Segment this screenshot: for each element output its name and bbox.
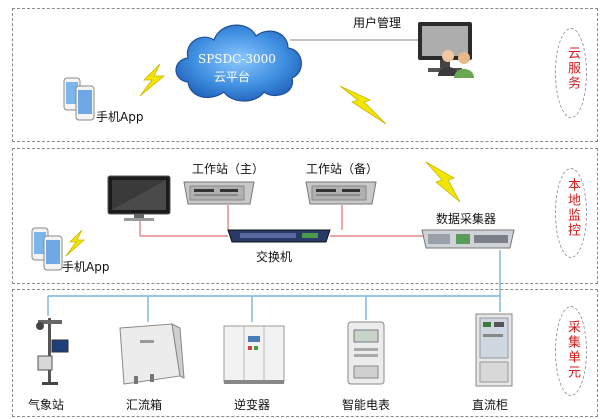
network-switch-icon	[227, 229, 331, 243]
device-label-combiner: 汇流箱	[126, 398, 163, 412]
workstation-backup-label: 工作站（备）	[306, 162, 379, 176]
monitor-display-icon	[107, 175, 171, 221]
smart-meter-icon	[347, 321, 385, 385]
mobile-phone-icon	[63, 77, 95, 121]
cloud-platform-sub: 云平台	[214, 70, 251, 84]
device-label-weather: 气象站	[28, 398, 65, 412]
local-band-label: 本地监控	[565, 178, 580, 238]
lightning-icon	[339, 85, 387, 125]
collect-band-label: 采集单元	[565, 320, 580, 380]
dc-cabinet-icon	[475, 313, 513, 387]
mobile-phone-icon	[31, 227, 63, 271]
lightning-icon	[139, 63, 166, 97]
workstation-main-label: 工作站（主）	[192, 162, 265, 176]
inverter-icon	[223, 325, 285, 384]
cloud-band-label: 云服务	[565, 46, 580, 91]
device-label-inverter: 逆变器	[234, 398, 271, 412]
switch-label: 交换机	[256, 250, 293, 264]
device-label-cabinet: 直流柜	[472, 398, 509, 412]
user-management-icon	[418, 22, 474, 78]
data-collector-label: 数据采集器	[436, 212, 497, 226]
collection-unit-band	[12, 289, 598, 417]
collect-band-label-frame	[555, 306, 587, 396]
lightning-icon	[425, 161, 461, 203]
data-collector-icon	[421, 229, 515, 249]
lightning-icon	[65, 229, 86, 257]
local-monitor-band	[12, 148, 598, 284]
cloud-band-label-frame	[555, 28, 587, 118]
weather-station-icon	[36, 318, 69, 385]
cloud-platform-name: SPSDC-3000	[198, 52, 276, 66]
device-label-meter: 智能电表	[342, 398, 391, 412]
cloud-mobile-app-label: 手机App	[96, 110, 144, 124]
local-mobile-app-label: 手机App	[62, 260, 110, 274]
combiner-box-icon	[119, 323, 185, 385]
workstation-backup-icon	[305, 181, 377, 205]
workstation-main-icon	[183, 181, 255, 205]
cloud-service-band	[12, 8, 598, 142]
local-band-label-frame	[555, 168, 587, 258]
user-management-label: 用户管理	[353, 16, 402, 30]
cloud-platform-icon	[175, 24, 302, 102]
